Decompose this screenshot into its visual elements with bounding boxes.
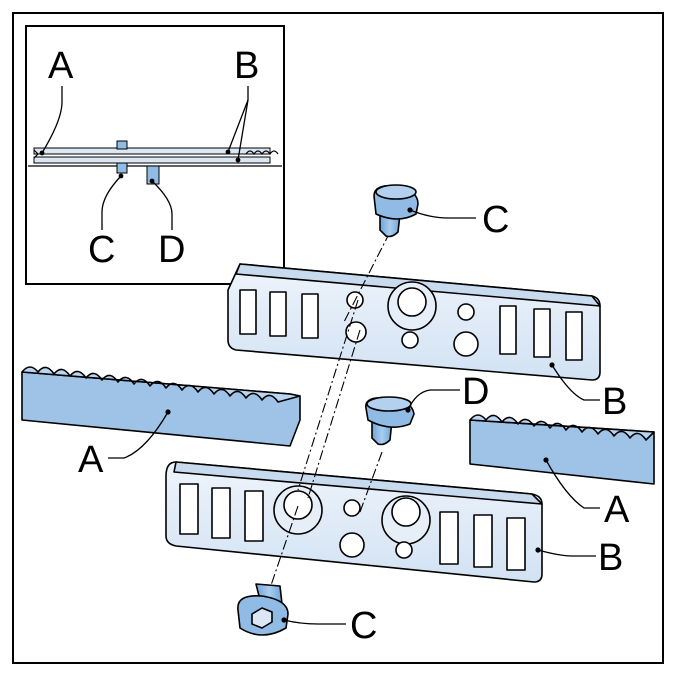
inset-leader-b2 (237, 99, 249, 161)
leader-rail-right (545, 459, 600, 509)
plate-bottom-hole (391, 497, 421, 527)
label-rail-right: A (604, 489, 630, 531)
axis-screw-mid (359, 451, 383, 513)
leader-plate-top (551, 364, 600, 401)
inset-leader-a (41, 86, 63, 154)
inset-label-a: A (48, 45, 74, 87)
inset-leader-d (151, 180, 173, 230)
plate-bottom-hole (283, 490, 313, 520)
inset-frame (25, 25, 285, 285)
inset-label-c: C (88, 229, 115, 271)
plate-bottom-slot (244, 490, 264, 542)
plate-bottom-hole (343, 499, 361, 517)
inset-label-b: B (234, 45, 259, 87)
label-plate-top: B (602, 381, 627, 423)
inset-leader-c (101, 175, 122, 230)
plate-top-slot (269, 291, 287, 337)
inset-screw-c (116, 162, 128, 174)
plate-bottom-hole (395, 541, 413, 559)
leader-rail-left (108, 411, 169, 459)
leader-screw-top (409, 209, 476, 219)
plate-bottom-slot (473, 514, 493, 568)
inset-screw-d (146, 165, 160, 185)
screw-mid-face (366, 396, 412, 412)
plate-top-hole (453, 331, 479, 357)
leader-screw-mid (407, 389, 460, 411)
inset-label-d: D (158, 229, 185, 271)
plate-top-slot (565, 311, 583, 361)
label-screw-bottom: C (350, 605, 377, 647)
plate-bottom-hole (339, 532, 365, 558)
inset-plate-bottom (33, 156, 271, 164)
axis-link-right (307, 329, 361, 499)
screw-bottom (237, 583, 289, 636)
axis-link-left (297, 299, 359, 491)
plate-top-slot (533, 308, 551, 358)
axis-screw-bottom (265, 505, 299, 601)
plate-bottom-slot (506, 517, 526, 571)
axis-screw-top (343, 231, 391, 323)
plate-top (227, 263, 601, 381)
alignment-axes (265, 231, 391, 601)
plate-bottom (165, 461, 543, 583)
hex-socket-icon (251, 607, 273, 629)
plate-top-slot (239, 289, 257, 335)
plate-bottom-slot (211, 487, 231, 539)
plate-top-hole (345, 321, 367, 343)
plate-top-slot (499, 305, 517, 355)
rail-left (21, 366, 301, 447)
screw-top (373, 184, 419, 238)
plate-bottom-slot (439, 511, 459, 565)
plate-bottom-slot (179, 483, 199, 535)
plate-top-hole (397, 287, 427, 317)
label-screw-top: C (482, 199, 509, 241)
plate-top-hole (457, 303, 475, 321)
plate-bottom-edge (173, 461, 543, 505)
label-plate-bottom: B (598, 537, 623, 579)
label-rail-left: A (78, 439, 104, 481)
leader-plate-bottom (537, 549, 596, 557)
plate-top-hole (401, 331, 419, 349)
rail-left-teeth (21, 366, 301, 403)
inset-plate-top (33, 147, 271, 155)
screw-mid (365, 396, 415, 446)
rail-right-teeth (469, 414, 655, 441)
plate-top-slot (301, 293, 319, 339)
label-screw-mid: D (462, 371, 489, 413)
inset-rail-end (33, 149, 39, 159)
callout-leaders (108, 209, 600, 625)
screw-top-face (375, 184, 417, 200)
inset-rail-teeth (245, 150, 279, 156)
inset-detail: A B C D (25, 25, 285, 285)
leader-screw-bottom (283, 619, 346, 625)
inset-screw-top (116, 140, 128, 150)
